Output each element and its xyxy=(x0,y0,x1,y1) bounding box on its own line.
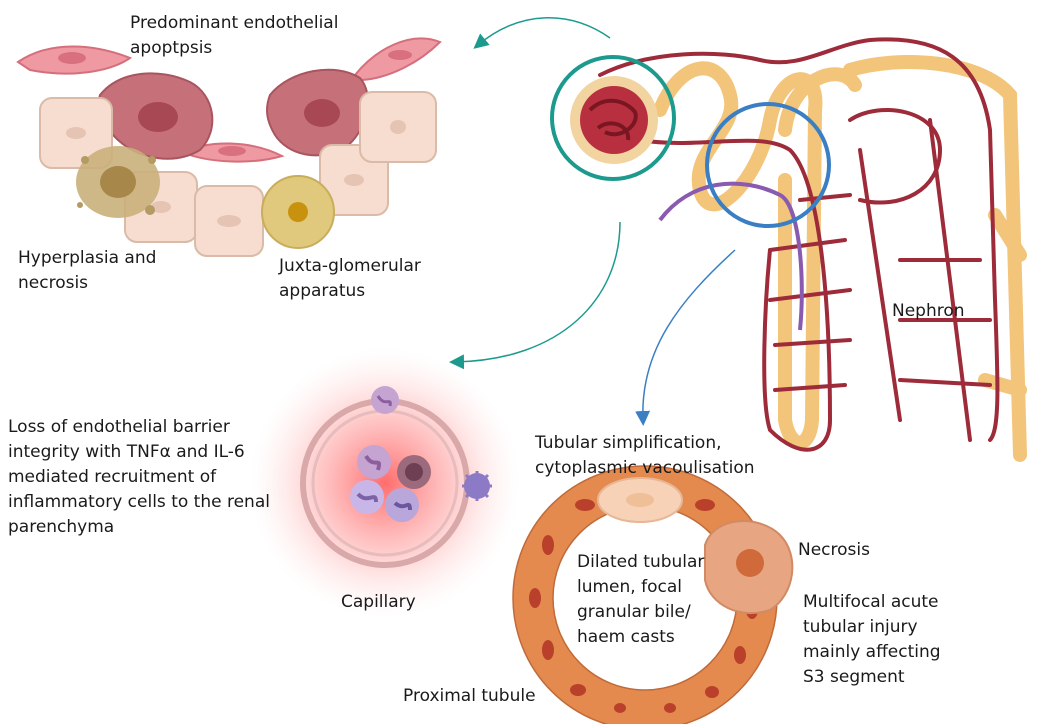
dendritic-cell xyxy=(462,471,492,501)
label-nephron: Nephron xyxy=(892,299,965,324)
label-dilated-lumen: Dilated tubular lumen, focal granular bi… xyxy=(577,550,704,650)
label-tubular-simplification: Tubular simplification, cytoplasmic vaco… xyxy=(535,431,755,481)
inflammatory-cell xyxy=(357,445,391,479)
necrotic-cell-cluster xyxy=(76,146,160,218)
label-necrosis: Necrosis xyxy=(798,538,870,563)
label-hyperplasia-necrosis: Hyperplasia and necrosis xyxy=(18,246,156,296)
migrating-cell xyxy=(371,386,399,414)
inflammatory-cell xyxy=(385,488,419,522)
capillary-illustration xyxy=(250,348,520,618)
label-endothelial-apoptosis: Predominant endothelial apoptpsis xyxy=(130,11,338,61)
arrow-to-capillary xyxy=(455,222,620,362)
vacuolated-cell xyxy=(598,478,682,522)
arrow-to-proximal-tubule xyxy=(643,250,735,420)
inflammatory-cell xyxy=(350,480,384,514)
inflammatory-cell xyxy=(397,455,431,489)
label-proximal-tubule: Proximal tubule xyxy=(403,684,536,709)
glomerulus xyxy=(570,76,658,164)
necrotic-tubular-cell xyxy=(705,521,792,613)
label-juxtaglomerular-apparatus: Juxta-glomerular apparatus xyxy=(279,254,421,304)
nephron-illustration xyxy=(552,39,1020,455)
juxtaglomerular-cell xyxy=(262,176,334,248)
label-capillary: Capillary xyxy=(341,590,416,615)
label-multifocal-injury: Multifocal acute tubular injury mainly a… xyxy=(803,590,941,690)
arrow-to-endothelium xyxy=(478,18,610,45)
label-endothelial-barrier-loss: Loss of endothelial barrier integrity wi… xyxy=(8,415,270,540)
endothelial-panel xyxy=(18,38,440,256)
